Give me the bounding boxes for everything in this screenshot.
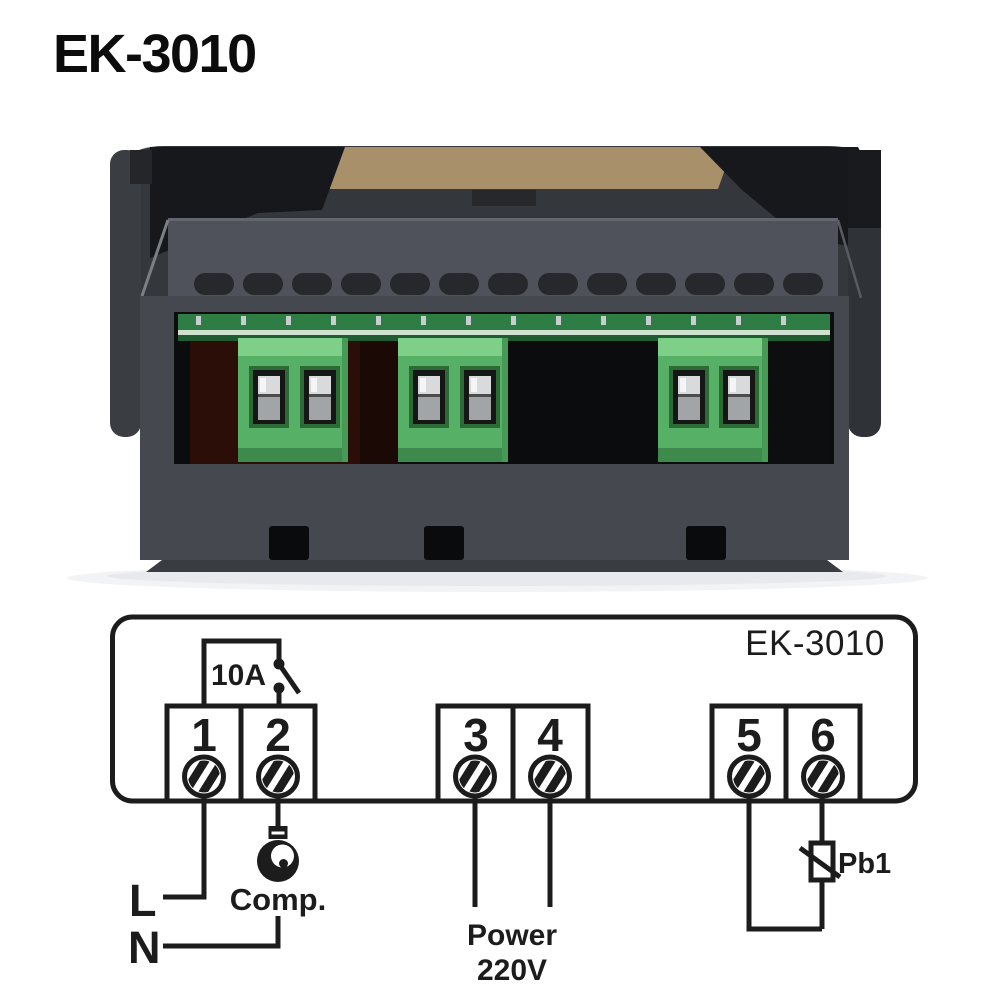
power-label: Power 220V	[447, 918, 577, 988]
terminal-block-middle	[398, 338, 508, 462]
device-bezel-left-step	[130, 150, 152, 184]
page-title: EK-3010	[53, 24, 257, 84]
power-label-line1: Power	[466, 919, 558, 952]
screw-terminal-icon-2	[256, 754, 300, 799]
device-bezel-left	[110, 150, 141, 437]
load-label: Comp.	[229, 882, 327, 917]
neutral-label: N	[128, 922, 161, 973]
pcb-edge	[178, 314, 830, 341]
screw-terminal-icon-6	[801, 754, 845, 799]
terminal-block-right	[658, 338, 768, 462]
device-bottom-lip	[146, 560, 843, 572]
relay-rating-label: 10A	[211, 659, 267, 692]
terminal-number-4: 4	[537, 709, 563, 761]
terminal-number-5: 5	[736, 709, 762, 761]
vent-panel-right-rail	[836, 219, 863, 299]
lip-notch-left	[146, 560, 162, 572]
wire-load-to-N	[163, 916, 281, 949]
wiring-diagram	[110, 614, 918, 949]
screw-terminal-icon-1	[182, 754, 226, 799]
wire-line-L	[163, 796, 207, 900]
wire-sensor-loop	[746, 796, 822, 932]
device-photo-rear	[67, 146, 927, 592]
terminal-number-6: 6	[810, 709, 836, 761]
terminal-block-left	[238, 338, 348, 462]
thermistor-icon	[798, 840, 842, 883]
line-label: L	[129, 875, 157, 926]
screw-terminal-icon-3	[453, 754, 497, 799]
device-top-band	[285, 147, 733, 189]
diagram-model-label: EK-3010	[745, 624, 885, 663]
device-bezel-right-step	[848, 150, 881, 228]
relay-contact-icon	[201, 638, 302, 706]
light-bulb-icon	[257, 826, 299, 882]
power-label-line2: 220V	[476, 954, 548, 987]
screw-terminal-icon-5	[727, 754, 771, 799]
device-top-tab	[472, 190, 536, 206]
screw-terminal-icon-4	[528, 754, 572, 799]
terminal-number-3: 3	[463, 709, 489, 761]
vent-panel-edge	[168, 218, 838, 221]
mount-cutouts	[269, 526, 726, 560]
sensor-label: Pb1	[838, 848, 892, 880]
terminal-number-1: 1	[191, 709, 217, 761]
vent-slots	[194, 273, 823, 295]
lip-notch-right	[827, 560, 843, 572]
vent-panel-left-rail	[140, 219, 170, 297]
terminal-number-2: 2	[265, 709, 291, 761]
